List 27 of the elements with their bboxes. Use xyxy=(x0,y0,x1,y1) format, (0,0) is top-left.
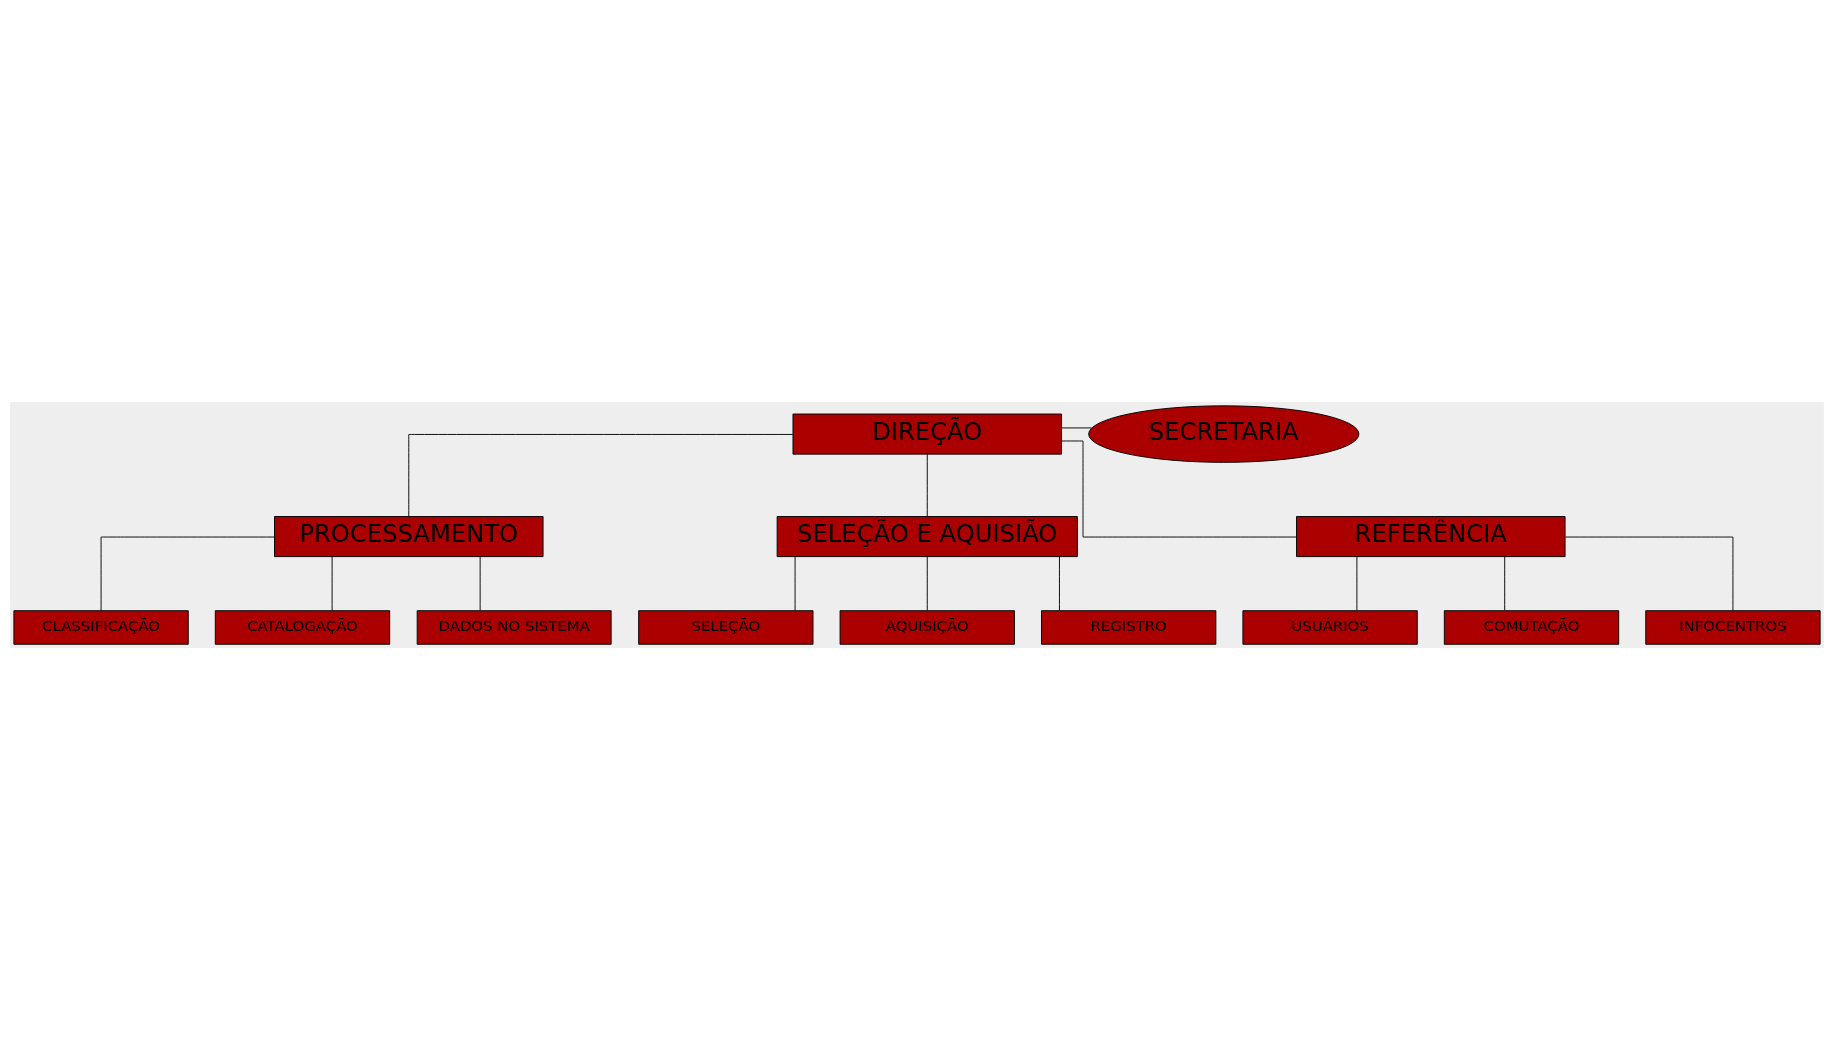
connector xyxy=(1058,556,1060,611)
connector xyxy=(479,556,481,611)
node-box: DADOS NO SISTEMA xyxy=(416,610,612,645)
connector xyxy=(331,556,333,611)
node-box: AQUISIÇÃO xyxy=(839,610,1015,645)
node-box: SELEÇÃO E AQUISIÃO xyxy=(776,516,1078,558)
connector xyxy=(794,556,796,611)
connector xyxy=(926,453,928,517)
node-box: DIREÇÃO xyxy=(792,413,1062,455)
connector xyxy=(1061,427,1093,429)
connector xyxy=(1061,440,1297,538)
connector xyxy=(408,434,794,517)
connector xyxy=(1565,536,1734,611)
connector xyxy=(1504,556,1506,611)
node-box: REFERÊNCIA xyxy=(1296,516,1566,558)
connector xyxy=(926,556,928,611)
node-box: SELEÇÃO xyxy=(638,610,814,645)
node-box: COMUTAÇÃO xyxy=(1443,610,1620,645)
node-ellipse: SECRETARIA xyxy=(1088,405,1360,463)
connector xyxy=(100,536,275,611)
node-box: PROCESSAMENTO xyxy=(274,516,544,558)
node-box: INFOCENTROS xyxy=(1645,610,1821,645)
connector xyxy=(1356,556,1358,611)
node-box: CLASSIFICAÇÃO xyxy=(13,610,189,645)
node-box: REGISTRO xyxy=(1041,610,1217,645)
node-box: USUÁRIOS xyxy=(1242,610,1418,645)
node-box: CATALOGAÇÃO xyxy=(214,610,391,645)
